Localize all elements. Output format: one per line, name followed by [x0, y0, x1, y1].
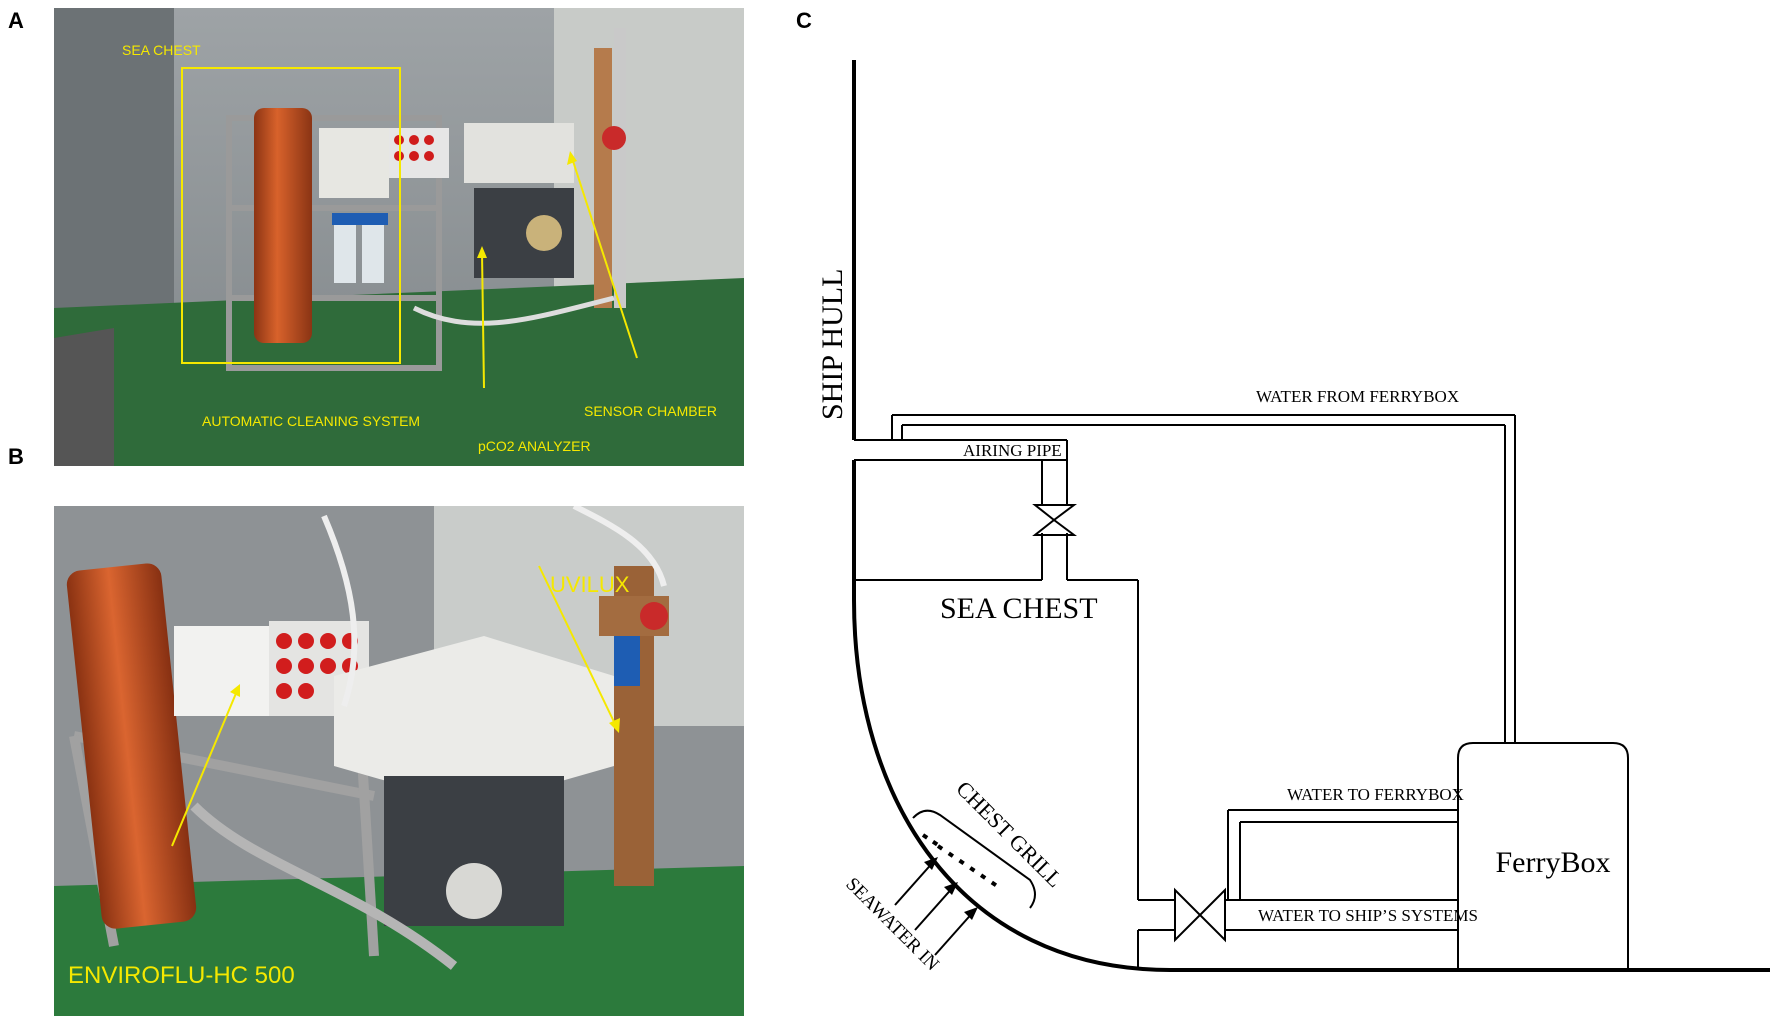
- photo-b: UVILUX ENVIROFLU-HC 500: [54, 506, 744, 1016]
- label-sensor-chamber: SENSOR CHAMBER: [584, 403, 718, 419]
- sea-chest-diagram: SHIP HULL WATER FROM FERRYBOX AIRING PIP…: [816, 60, 1770, 976]
- photo-a-illustration: [54, 8, 744, 466]
- ferrybox-unit: [1457, 742, 1629, 970]
- water-to-ferrybox-label: WATER TO FERRYBOX: [1287, 785, 1464, 804]
- label-uvilux: UVILUX: [550, 572, 630, 597]
- label-enviroflu: ENVIROFLU-HC 500: [68, 962, 295, 989]
- seawater-in-label: SEAWATER IN: [841, 874, 943, 976]
- water-to-ships-systems-label: WATER TO SHIP’S SYSTEMS: [1258, 906, 1478, 925]
- chest-grill: [912, 809, 1036, 909]
- photo-b-illustration: [54, 506, 744, 1016]
- water-from-ferrybox-label: WATER FROM FERRYBOX: [1256, 387, 1459, 406]
- sea-chest-label: SEA CHEST: [940, 592, 1098, 625]
- panel-letter-a: A: [8, 8, 24, 33]
- label-automatic-cleaning-system: AUTOMATIC CLEANING SYSTEM: [202, 413, 421, 429]
- airing-valve: [1032, 504, 1077, 522]
- photo-a: SEA CHEST AUTOMATIC CLEANING SYSTEM pCO2…: [54, 8, 744, 466]
- ferrybox-label: FerryBox: [1496, 846, 1611, 879]
- label-pco2-analyzer: pCO2 ANALYZER: [478, 438, 591, 454]
- hull-curve: [852, 460, 1770, 972]
- panel-letter-b: B: [8, 444, 24, 469]
- ship-hull-label: SHIP HULL: [816, 269, 849, 420]
- chest-grill-label: CHEST GRILL: [951, 776, 1067, 892]
- main-valve: [1174, 887, 1202, 943]
- label-sea-chest: SEA CHEST: [122, 42, 201, 58]
- panel-letter-c: C: [796, 8, 812, 33]
- seawater-arrows: [894, 859, 976, 956]
- airing-pipe-label: AIRING PIPE: [963, 441, 1062, 460]
